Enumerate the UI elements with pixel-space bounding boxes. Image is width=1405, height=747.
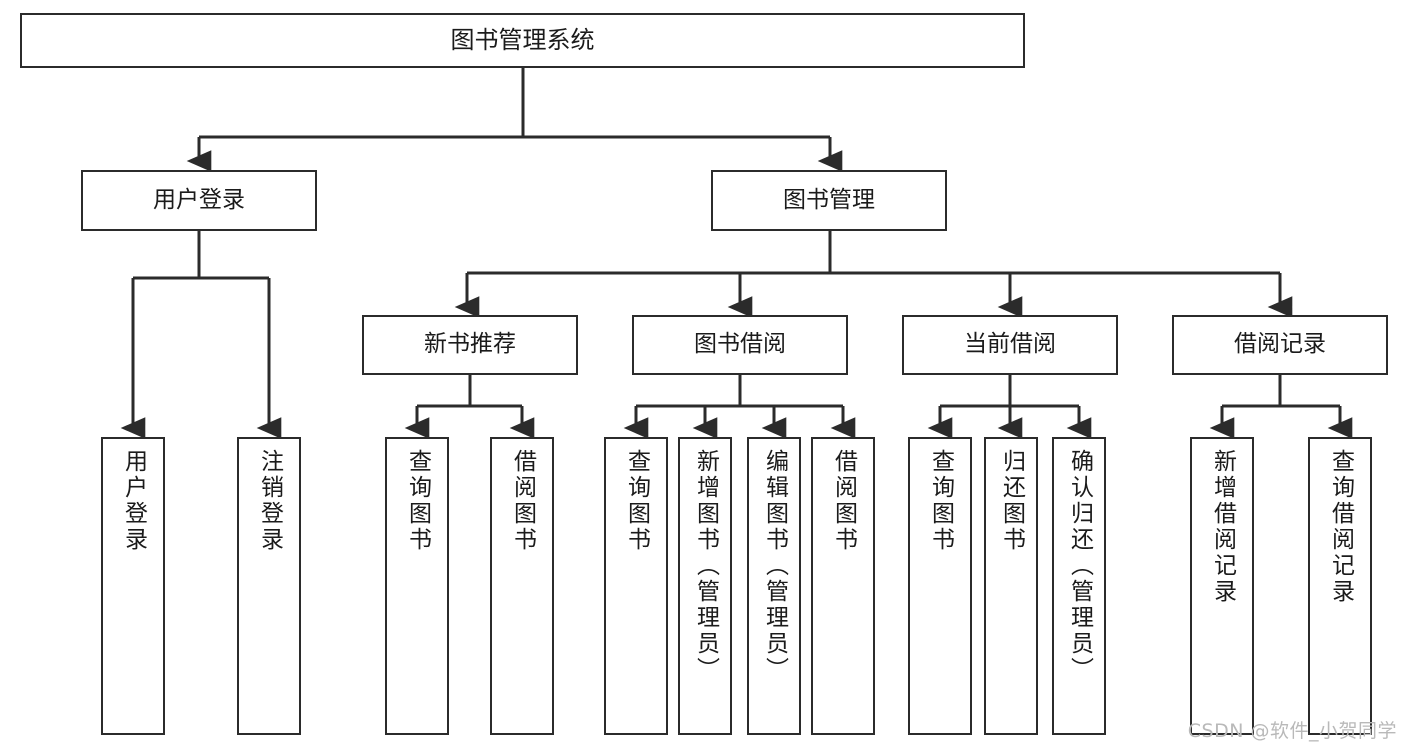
node-label: 借阅图书	[830, 449, 857, 553]
node-label: 确认归还（管理员）	[1066, 449, 1093, 683]
leaf-query-book-recommend[interactable]: 查询图书	[385, 437, 449, 735]
node-label: 编辑图书（管理员）	[761, 449, 788, 683]
node-label: 用户登录	[120, 449, 147, 553]
leaf-query-borrow-record[interactable]: 查询借阅记录	[1308, 437, 1372, 735]
leaf-add-book-admin[interactable]: 新增图书（管理员）	[678, 437, 732, 735]
leaf-confirm-return-admin[interactable]: 确认归还（管理员）	[1052, 437, 1106, 735]
node-label: 查询借阅记录	[1327, 449, 1354, 605]
leaf-user-login[interactable]: 用户登录	[101, 437, 165, 735]
node-book-borrow[interactable]: 图书借阅	[632, 315, 848, 375]
node-label: 查询图书	[623, 449, 650, 553]
node-user-login[interactable]: 用户登录	[81, 170, 317, 231]
leaf-edit-book-admin[interactable]: 编辑图书（管理员）	[747, 437, 801, 735]
node-label: 用户登录	[153, 186, 245, 213]
node-label: 新增借阅记录	[1209, 449, 1236, 605]
leaf-query-book-borrow[interactable]: 查询图书	[604, 437, 668, 735]
node-label: 当前借阅	[964, 331, 1056, 358]
leaf-user-logout[interactable]: 注销登录	[237, 437, 301, 735]
leaf-add-borrow-record[interactable]: 新增借阅记录	[1190, 437, 1254, 735]
leaf-borrow-book-borrow[interactable]: 借阅图书	[811, 437, 875, 735]
node-label: 查询图书	[927, 449, 954, 553]
node-label: 注销登录	[256, 449, 283, 553]
node-label: 图书管理系统	[450, 26, 595, 55]
leaf-borrow-book-recommend[interactable]: 借阅图书	[490, 437, 554, 735]
node-label: 图书管理	[783, 186, 875, 213]
node-book-manage[interactable]: 图书管理	[711, 170, 947, 231]
node-label: 新书推荐	[424, 331, 516, 358]
csdn-watermark: CSDN @软件_小贺同学	[1187, 720, 1397, 742]
leaf-query-book-current[interactable]: 查询图书	[908, 437, 972, 735]
node-label: 借阅图书	[509, 449, 536, 553]
leaf-return-book[interactable]: 归还图书	[984, 437, 1038, 735]
node-current-borrow[interactable]: 当前借阅	[902, 315, 1118, 375]
node-label: 图书借阅	[694, 331, 786, 358]
node-label: 查询图书	[404, 449, 431, 553]
node-label: 新增图书（管理员）	[692, 449, 719, 683]
node-label: 归还图书	[998, 449, 1025, 553]
node-book-management-system[interactable]: 图书管理系统	[20, 13, 1025, 68]
node-new-book-recommend[interactable]: 新书推荐	[362, 315, 578, 375]
node-borrow-record[interactable]: 借阅记录	[1172, 315, 1388, 375]
node-label: 借阅记录	[1234, 331, 1326, 358]
